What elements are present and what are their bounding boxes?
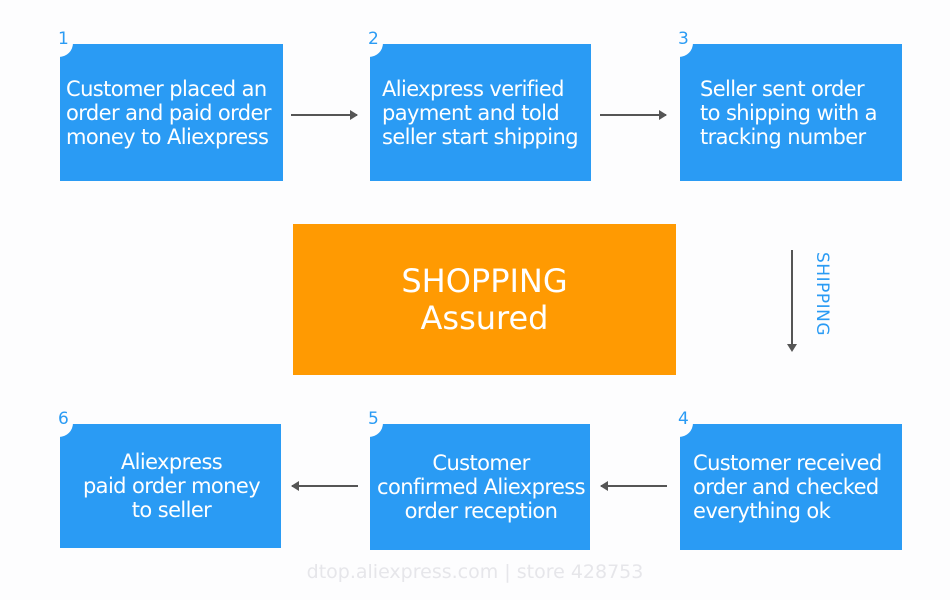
- step-4-box: Customer received order and checked ever…: [679, 423, 902, 550]
- shipping-label: SHIPPING: [812, 252, 832, 336]
- step-4-text: Customer received order and checked ever…: [693, 451, 882, 523]
- step-number-2: 2: [368, 29, 379, 49]
- store-watermark: dtop.aliexpress.com | store 428753: [306, 561, 644, 583]
- step-number-5: 5: [368, 409, 379, 429]
- shopping-assured-box: SHOPPING Assured: [293, 224, 676, 375]
- step-2-box: Aliexpress verified payment and told sel…: [369, 43, 591, 181]
- arrow-left-icon: [600, 481, 667, 491]
- step-3-text: Seller sent order to shipping with a tra…: [700, 76, 878, 149]
- step-number-3: 3: [678, 29, 689, 49]
- step-1-text: Customer placed an order and paid order …: [66, 76, 272, 149]
- step-1-box: Customer placed an order and paid order …: [59, 43, 283, 181]
- arrow-right-icon: [600, 110, 667, 120]
- arrow-left-icon: [291, 481, 358, 491]
- step-number-4: 4: [678, 409, 689, 429]
- arrow-down-icon: [787, 250, 797, 352]
- step-2-text: Aliexpress verified payment and told sel…: [382, 76, 579, 149]
- center-subtitle: Assured: [420, 298, 549, 337]
- arrow-right-icon: [291, 110, 358, 120]
- step-3-box: Seller sent order to shipping with a tra…: [679, 43, 902, 181]
- step-5-text: Customer confirmed Aliexpress order rece…: [377, 451, 586, 523]
- center-title: SHOPPING: [401, 261, 568, 300]
- step-5-box: Customer confirmed Aliexpress order rece…: [369, 423, 590, 550]
- step-number-1: 1: [58, 29, 69, 49]
- step-number-6: 6: [58, 409, 69, 429]
- step-6-box: Aliexpress paid order money to seller: [59, 423, 281, 548]
- step-6-text: Aliexpress paid order money to seller: [82, 450, 261, 522]
